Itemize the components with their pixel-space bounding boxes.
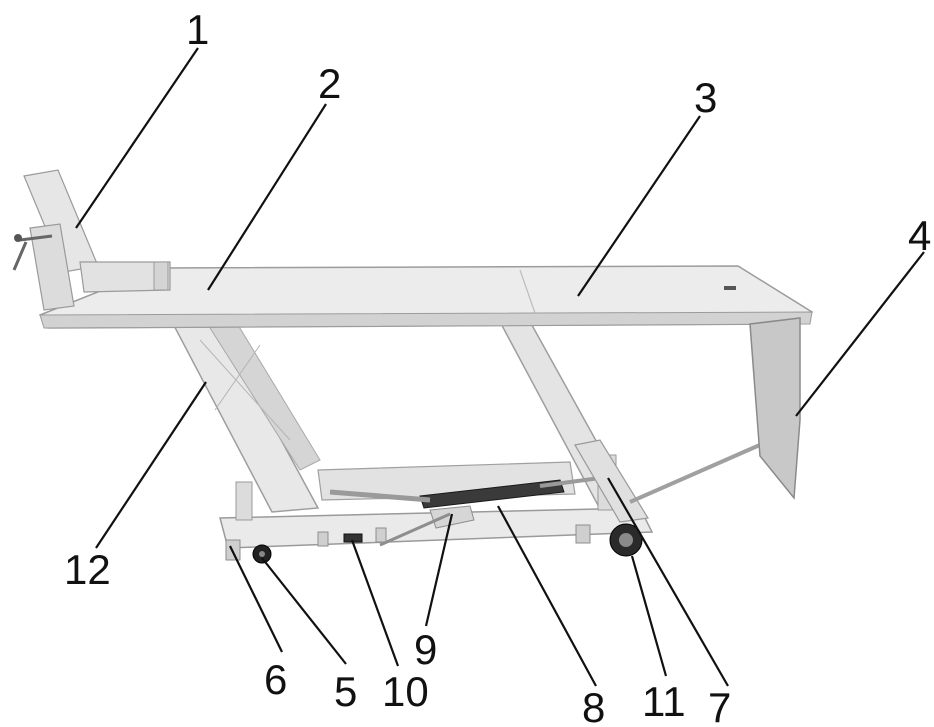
leader-line-8 (497, 505, 597, 687)
removable-panel-seam (519, 269, 536, 314)
leader-line-5 (261, 557, 347, 665)
callout-7: 7 (708, 684, 731, 727)
leader-line-7 (607, 477, 729, 687)
wheel-clamp (12, 169, 171, 311)
callout-12: 12 (64, 546, 111, 593)
ramp-support-rod (629, 442, 763, 504)
callout-5: 5 (334, 668, 357, 715)
callout-1: 1 (186, 6, 209, 53)
leader-line-2 (207, 103, 327, 291)
callout-4: 4 (908, 212, 931, 259)
castor-wheel-left (252, 544, 272, 564)
panel-slot (724, 286, 736, 290)
callout-11: 11 (642, 678, 686, 725)
ramp (749, 317, 801, 500)
leader-line-12 (95, 381, 207, 549)
safety-lock (574, 439, 649, 523)
leader-line-6 (229, 545, 283, 653)
hydraulic-cylinder (329, 476, 601, 509)
callout-3: 3 (694, 74, 717, 121)
callout-8: 8 (582, 684, 605, 727)
leader-line-1 (75, 47, 199, 229)
callout-2: 2 (318, 60, 341, 107)
leader-line-3 (577, 115, 701, 297)
callout-9: 9 (414, 626, 437, 673)
callout-labels: 1 2 3 4 5 6 7 8 9 10 11 12 (64, 6, 931, 727)
callout-6: 6 (264, 656, 287, 703)
leader-line-9 (424, 513, 454, 627)
table-top (38, 265, 814, 329)
leader-line-11 (630, 555, 668, 677)
leader-lines (75, 47, 925, 687)
leader-line-10 (350, 539, 400, 667)
leader-line-4 (795, 251, 925, 417)
transport-wheel-right (609, 523, 643, 557)
callout-10: 10 (382, 668, 429, 715)
lift-table-photo (12, 169, 814, 564)
